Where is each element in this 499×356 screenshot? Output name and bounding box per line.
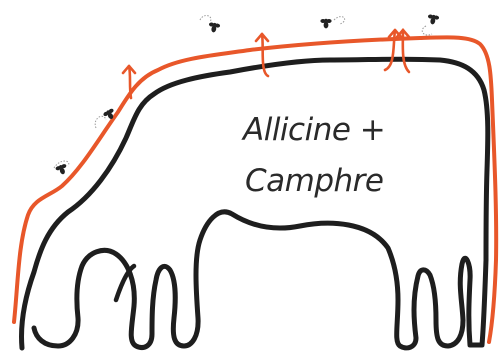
- compound-label-line-2: Camphre: [245, 166, 383, 197]
- up-arrow-icon: [385, 30, 409, 72]
- up-arrow-icon: [256, 34, 268, 76]
- compound-label-line-1: Allicine +: [243, 115, 385, 146]
- fly-icon: [422, 14, 439, 35]
- fly-icon: [54, 161, 69, 176]
- fly-icon: [320, 17, 344, 29]
- fly-icon: [200, 16, 220, 34]
- cow-silhouette: [22, 59, 488, 348]
